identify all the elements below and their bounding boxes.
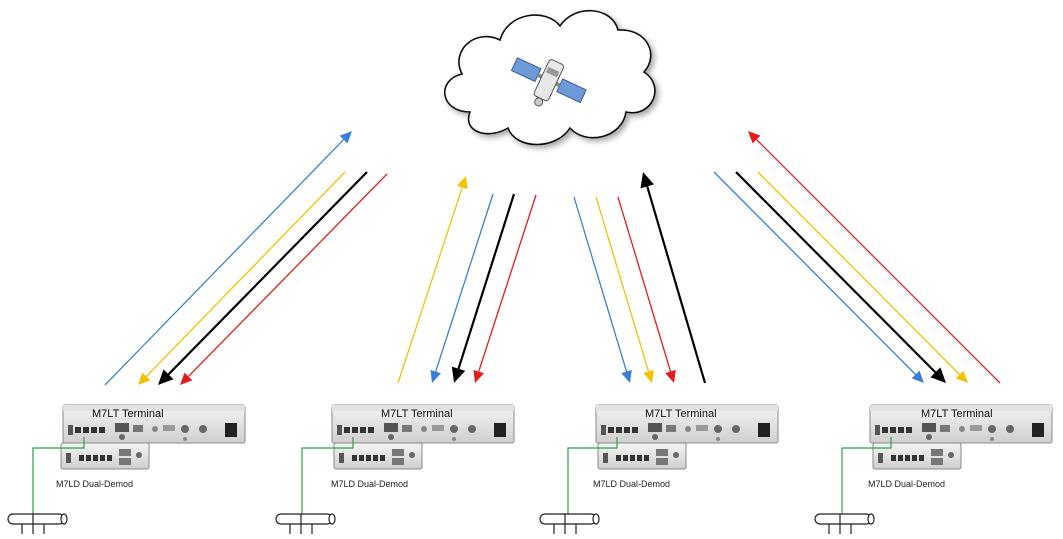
demod-unit-1 [60,442,150,470]
cable-2 [301,437,354,514]
demod-label-2: M7LD Dual-Demod [331,479,409,489]
yellow-arrow-2 [138,171,346,385]
terminal-label-4: M7LT Terminal [921,408,993,420]
link-arrows [104,131,1001,386]
blue-arrow-14 [713,171,924,383]
network-bus-icon [539,513,600,534]
demod-unit-2 [333,442,423,470]
blue-arrow-6 [430,193,494,383]
terminal-unit-2 [331,404,515,444]
cable-3 [567,437,618,514]
red-arrow-13 [748,131,1001,384]
network-bus-icon [814,513,875,534]
terminal-unit-3 [595,404,779,444]
yellow-arrow-16 [757,171,968,383]
terminal-unit-1 [62,404,246,444]
terminal-label-2: M7LT Terminal [381,408,453,420]
red-arrow-11 [617,196,676,383]
network-bus-icon [7,513,68,534]
cable-4 [841,437,892,514]
demod-label-3: M7LD Dual-Demod [593,479,671,489]
cable-1 [32,437,85,514]
black-arrow-12 [640,172,707,384]
black-arrow-15 [735,171,946,383]
yellow-arrow-10 [595,196,654,383]
demod-label-1: M7LD Dual-Demod [56,479,134,489]
site-2 [275,404,515,534]
network-bus-icon [275,513,336,534]
red-arrow-4 [180,173,388,385]
demod-unit-3 [597,442,687,470]
sites-layer [7,404,1053,534]
yellow-arrow-5 [397,176,468,384]
site-1 [7,404,246,534]
blue-arrow-9 [573,196,632,383]
demod-unit-4 [872,442,962,470]
black-arrow-3 [158,171,368,385]
red-arrow-8 [473,194,537,383]
terminal-label-3: M7LT Terminal [645,408,717,420]
blue-arrow-1 [104,131,352,386]
terminal-label-1: M7LT Terminal [92,408,164,420]
demod-label-4: M7LD Dual-Demod [868,479,946,489]
terminal-unit-4 [869,404,1053,444]
satellite-icon [510,57,587,107]
black-arrow-7 [451,193,516,383]
site-3 [539,404,779,534]
site-4 [814,404,1053,534]
